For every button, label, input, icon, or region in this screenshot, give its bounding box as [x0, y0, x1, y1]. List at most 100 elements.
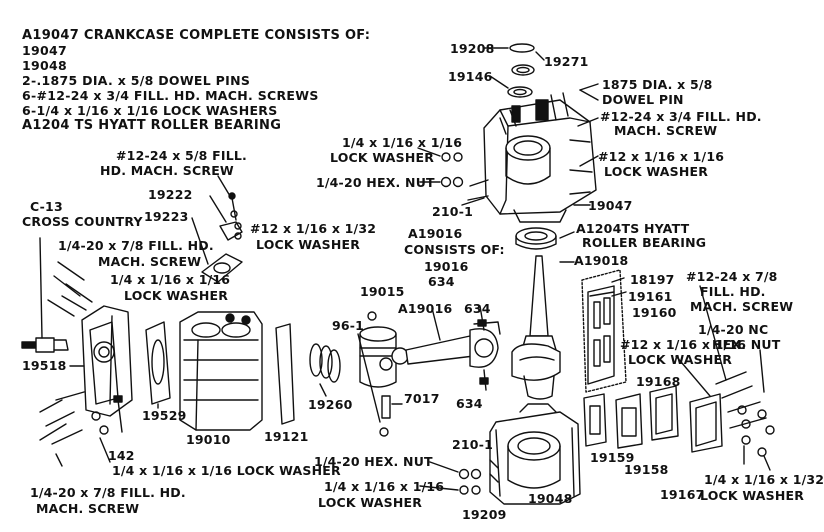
- gasket-19529: [145, 321, 171, 405]
- label-bearing-2: ROLLER BEARING: [582, 235, 707, 250]
- label-19160: 19160: [632, 305, 677, 320]
- label-right-washer-1: #12 x 1/16 x 1/16: [620, 337, 747, 352]
- label-top-washer-left-2: LOCK WASHER: [330, 150, 435, 165]
- label-left-screw-top-2: MACH. SCREW: [98, 254, 202, 269]
- header-line: 2-.1875 DIA. x 5/8 DOWEL PINS: [22, 73, 251, 88]
- wrist-pin-7017: [381, 395, 391, 419]
- piston-ring-3: [327, 349, 341, 383]
- label-19010: 19010: [186, 432, 231, 447]
- label-top-washer-right-1: #12 x 1/16 x 1/16: [598, 149, 725, 164]
- label-right-washer-132-2: LOCK WASHER: [700, 488, 805, 503]
- label-left-screw-top-1: 1/4-20 x 7/8 FILL. HD.: [58, 238, 214, 253]
- label-top-washer-left-1: 1/4 x 1/16 x 1/16: [342, 135, 463, 150]
- label-right-screw-3: MACH. SCREW: [690, 299, 794, 314]
- header-title: A19047 CRANKCASE COMPLETE CONSISTS OF:: [22, 28, 371, 43]
- label-19167: 19167: [660, 487, 705, 502]
- label-96-1: 96-1: [332, 318, 365, 333]
- label-washer-132-1: #12 x 1/16 x 1/32: [250, 221, 377, 236]
- plate-19158: [615, 393, 643, 449]
- label-right-screw-1: #12-24 x 7/8: [686, 269, 778, 284]
- label-19121: 19121: [264, 429, 309, 444]
- parts-list-header: A19047 CRANKCASE COMPLETE CONSISTS OF: 1…: [22, 28, 370, 133]
- label-19015: 19015: [360, 284, 405, 299]
- header-line: 6-1/4 x 1/16 x 1/16 LOCK WASHERS: [22, 103, 278, 118]
- cap-19222: [219, 210, 243, 241]
- piston-19015: [359, 326, 397, 388]
- label-19048: 19048: [528, 491, 573, 506]
- cover-19167: [689, 393, 723, 453]
- crankcase-base-19048: [489, 403, 581, 505]
- cylinder-19010: [179, 311, 263, 431]
- label-19260: 19260: [308, 397, 353, 412]
- reed-outline: [581, 269, 627, 393]
- header-line: 19048: [22, 58, 67, 73]
- subassembly-line: 634: [428, 274, 455, 289]
- piston-ring-2: [319, 345, 333, 379]
- cover-19168: [649, 385, 679, 441]
- roller-bearing-a1204ts: [515, 227, 557, 250]
- label-top-screw-2: MACH. SCREW: [614, 123, 718, 138]
- label-19518: 19518: [22, 358, 67, 373]
- label-19529: 19529: [142, 408, 187, 423]
- label-top-screw-1: #12-24 x 3/4 FILL. HD.: [600, 109, 762, 124]
- crankcase-top-19047: [467, 99, 597, 223]
- gasket-19121: [275, 323, 295, 425]
- seal-19146: [507, 86, 533, 98]
- piston-ring-1: [309, 343, 323, 377]
- label-19222: 19222: [148, 187, 193, 202]
- label-screw-58-2: HD. MACH. SCREW: [100, 163, 234, 178]
- crankshaft-a19018: [511, 255, 575, 400]
- subassembly-title: A19016: [408, 226, 463, 241]
- label-hex-nut-top: 1/4-20 HEX. NUT: [316, 175, 435, 190]
- header-line: A1204 TS HYATT ROLLER BEARING: [22, 118, 282, 133]
- spark-plug-c13: [21, 237, 69, 353]
- connecting-rod-a19016: [391, 321, 501, 368]
- label-c13-2: CROSS COUNTRY: [22, 214, 143, 229]
- label-19161: 19161: [628, 289, 673, 304]
- ring-19208: [509, 43, 535, 53]
- label-210-1-bottom: 210-1: [452, 437, 493, 452]
- label-19209: 19209: [462, 507, 507, 522]
- label-19146: 19146: [448, 69, 493, 84]
- label-dowel-pin-1: 1875 DIA. x 5/8: [602, 77, 713, 92]
- label-142: 142: [108, 448, 135, 463]
- label-19168: 19168: [636, 374, 681, 389]
- label-19047: 19047: [588, 198, 633, 213]
- label-dowel-pin-2: DOWEL PIN: [602, 92, 684, 107]
- label-bearing-1: A1204TS HYATT: [576, 221, 690, 236]
- diagram-artwork: [21, 43, 775, 505]
- cylinder-head-19518: [81, 305, 133, 417]
- label-c13-1: C-13: [30, 199, 63, 214]
- label-a19018: A19018: [574, 253, 629, 268]
- subassembly-line: 19016: [424, 259, 469, 274]
- label-634-top: 634: [464, 301, 491, 316]
- label-19208: 19208: [450, 41, 495, 56]
- label-a19016-part: A19016: [398, 301, 453, 316]
- label-right-washer-132-1: 1/4 x 1/16 x 1/32: [704, 472, 824, 487]
- label-left-washer-top-1: 1/4 x 1/16 x 1/16: [110, 272, 231, 287]
- label-left-washer-bottom: 1/4 x 1/16 x 1/16 LOCK WASHER: [112, 463, 341, 478]
- ring-19271: [511, 64, 535, 76]
- label-right-screw-2: FILL. HD.: [700, 284, 766, 299]
- header-line: 19047: [22, 43, 67, 58]
- reed-valve-assembly: [587, 285, 615, 385]
- label-nc-nut-2: HEX. NUT: [712, 337, 781, 352]
- label-left-screw-bottom-1: 1/4-20 x 7/8 FILL. HD.: [30, 485, 186, 500]
- label-top-washer-right-2: LOCK WASHER: [604, 164, 709, 179]
- gasket-19159: [583, 393, 607, 447]
- label-634-bottom: 634: [456, 396, 483, 411]
- header-line: 6-#12-24 x 3/4 FILL. HD. MACH. SCREWS: [22, 88, 319, 103]
- label-screw-58-1: #12-24 x 5/8 FILL.: [116, 148, 247, 163]
- exploded-parts-diagram: A19047 CRANKCASE COMPLETE CONSISTS OF: 1…: [21, 28, 824, 522]
- label-bottom-washer-1: 1/4 x 1/16 x 1/16: [324, 479, 445, 494]
- label-19159: 19159: [590, 450, 635, 465]
- label-left-screw-bottom-2: MACH. SCREW: [36, 501, 140, 516]
- label-left-washer-top-2: LOCK WASHER: [124, 288, 229, 303]
- label-bottom-washer-2: LOCK WASHER: [318, 495, 423, 510]
- label-right-washer-2: LOCK WASHER: [628, 352, 733, 367]
- label-210-1-top: 210-1: [432, 204, 473, 219]
- label-hex-nut-bottom: 1/4-20 HEX. NUT: [314, 454, 433, 469]
- label-7017: 7017: [404, 391, 440, 406]
- plate-19223: [201, 253, 243, 283]
- subassembly-consists: CONSISTS OF:: [404, 242, 505, 257]
